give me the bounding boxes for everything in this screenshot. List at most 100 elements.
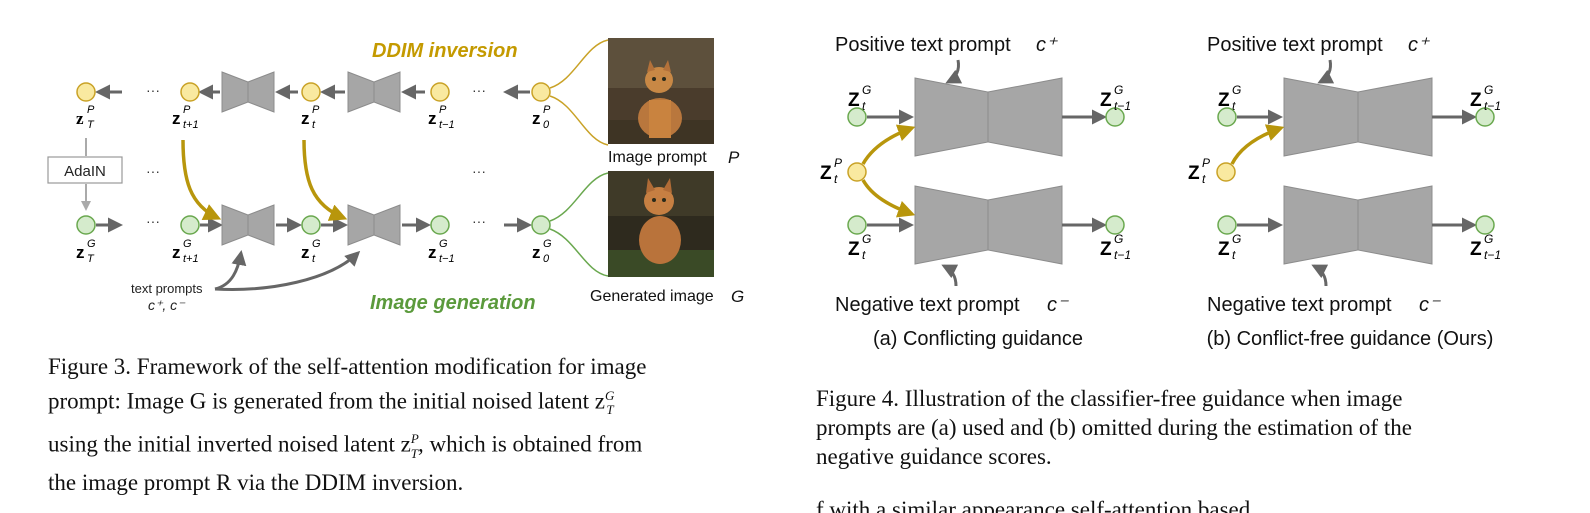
svg-text:Z: Z bbox=[1188, 163, 1200, 184]
latent-node-zG-0 bbox=[531, 215, 551, 235]
unet-negative-b bbox=[1357, 185, 1433, 265]
svg-text:G: G bbox=[183, 238, 192, 250]
label-zG-0: z G 0 bbox=[532, 238, 552, 265]
unet-positive-b bbox=[1357, 77, 1433, 157]
fan-line-top bbox=[549, 39, 609, 89]
svg-text:z: z bbox=[301, 109, 310, 128]
svg-text:Z: Z bbox=[848, 90, 860, 111]
svg-text:G: G bbox=[862, 232, 871, 246]
adain-label: AdaIN bbox=[64, 163, 106, 180]
figure-4-diagram: Positive text prompt c⁺ Z G t Z G t−1 Z … bbox=[820, 34, 1501, 350]
negative-prompt-symbol: c⁻ bbox=[1047, 294, 1069, 316]
caption-line: negative guidance scores. bbox=[816, 444, 1052, 469]
svg-text:G: G bbox=[1484, 232, 1493, 246]
svg-text:z: z bbox=[428, 243, 437, 262]
label-zG-t: z G t bbox=[301, 238, 321, 265]
label-zG-t: Z G t bbox=[1218, 83, 1241, 113]
self-attention-arrow bbox=[302, 139, 348, 221]
svg-text:z: z bbox=[172, 243, 181, 262]
svg-text:t: t bbox=[862, 99, 866, 113]
svg-text:t: t bbox=[312, 253, 316, 265]
label-zG-t-1: Z G t−1 bbox=[1100, 83, 1131, 113]
panel-a: Positive text prompt c⁺ Z G t Z G t−1 Z … bbox=[820, 34, 1131, 350]
unet-negative bbox=[1283, 185, 1359, 265]
svg-text:Z: Z bbox=[1218, 90, 1230, 111]
svg-text:G: G bbox=[1114, 232, 1123, 246]
fan-line-bottom bbox=[549, 228, 609, 277]
label-zG-t: Z G t bbox=[1218, 232, 1241, 262]
generated-image-symbol: G bbox=[731, 287, 744, 306]
latent-node-zG-t-1 bbox=[1475, 215, 1495, 235]
svg-text:Z: Z bbox=[820, 163, 832, 184]
latent-node-zP-t-1 bbox=[430, 82, 450, 102]
svg-text:Z: Z bbox=[848, 239, 860, 260]
svg-text:0: 0 bbox=[543, 253, 550, 265]
unet-top-2 bbox=[347, 71, 375, 113]
latent-node-zP-T bbox=[76, 82, 96, 102]
positive-prompt-arrow bbox=[1317, 59, 1335, 84]
latent-node-zG-t bbox=[301, 215, 321, 235]
svg-text:T: T bbox=[87, 119, 95, 131]
svg-text:Z: Z bbox=[1100, 239, 1112, 260]
svg-text:t: t bbox=[1232, 248, 1236, 262]
image-prompt-symbol: P bbox=[728, 148, 740, 167]
text-prompt-arrow bbox=[214, 250, 361, 291]
svg-text:z: z bbox=[76, 109, 84, 128]
svg-text:z: z bbox=[76, 243, 85, 262]
figure-3-diagram: DDIM inversion ··· ··· ··· ··· ··· ··· z… bbox=[47, 38, 744, 314]
svg-text:T: T bbox=[87, 253, 95, 265]
label-zG-t-1: Z G t−1 bbox=[1470, 83, 1501, 113]
fan-line-bottom bbox=[549, 172, 609, 222]
image-prompt-arrow-negative bbox=[861, 179, 916, 218]
trailing-body-text: f with a similar appearance self-attenti… bbox=[816, 497, 1251, 513]
label-zP-0: z P 0 bbox=[532, 104, 551, 131]
svg-text:P: P bbox=[1202, 156, 1210, 170]
svg-text:t: t bbox=[1232, 99, 1236, 113]
svg-text:t: t bbox=[312, 119, 316, 131]
svg-text:P: P bbox=[183, 104, 191, 116]
caption-line: the image prompt R via the DDIM inversio… bbox=[48, 469, 464, 495]
svg-text:0: 0 bbox=[543, 119, 550, 131]
label-zP-t: Z P t bbox=[1188, 156, 1210, 186]
label-zP-t-1: z P t−1 bbox=[428, 104, 455, 131]
ellipsis: ··· bbox=[472, 82, 486, 98]
svg-text:z: z bbox=[301, 243, 310, 262]
text-prompts-symbols: c⁺, c⁻ bbox=[148, 297, 186, 313]
positive-prompt-label: Positive text prompt bbox=[1207, 34, 1383, 56]
svg-text:G: G bbox=[1484, 83, 1493, 97]
svg-text:z: z bbox=[532, 109, 541, 128]
svg-text:t−1: t−1 bbox=[439, 119, 455, 131]
generated-image-photo bbox=[608, 171, 714, 277]
unet-positive-b bbox=[987, 77, 1063, 157]
label-zG-t-1: Z G t−1 bbox=[1470, 232, 1501, 262]
latent-node-zP-t bbox=[301, 82, 321, 102]
svg-text:z: z bbox=[532, 243, 541, 262]
svg-text:G: G bbox=[543, 238, 552, 250]
unet-bottom-2 bbox=[347, 204, 375, 246]
ellipsis: ··· bbox=[146, 82, 160, 98]
image-prompt-label: Image prompt bbox=[608, 149, 707, 166]
latent-node-zG-t-1 bbox=[1475, 107, 1495, 127]
label-zP-T: z P T bbox=[76, 104, 95, 131]
ellipsis: ··· bbox=[146, 163, 160, 179]
svg-text:t+1: t+1 bbox=[183, 253, 199, 265]
ellipsis: ··· bbox=[472, 213, 486, 229]
positive-prompt-label: Positive text prompt bbox=[835, 34, 1011, 56]
label-zG-t: Z G t bbox=[848, 83, 871, 113]
svg-text:P: P bbox=[543, 104, 551, 116]
unet-bottom-1b bbox=[247, 204, 275, 246]
svg-text:P: P bbox=[834, 156, 842, 170]
unet-bottom-2b bbox=[373, 204, 401, 246]
latent-node-zG-t-1 bbox=[1105, 215, 1125, 235]
latent-node-zG-t bbox=[1217, 107, 1237, 127]
negative-prompt-label: Negative text prompt bbox=[1207, 294, 1392, 316]
image-prompt-arrow-positive bbox=[861, 124, 916, 165]
latent-node-zG-t-1 bbox=[430, 215, 450, 235]
svg-text:G: G bbox=[312, 238, 321, 250]
label-zP-t+1: z P t+1 bbox=[172, 104, 199, 131]
unet-top-1b bbox=[247, 71, 275, 113]
svg-text:P: P bbox=[87, 104, 95, 116]
unet-bottom-1 bbox=[221, 204, 249, 246]
ellipsis: ··· bbox=[146, 213, 160, 229]
positive-prompt-symbol: c⁺ bbox=[1036, 34, 1058, 56]
